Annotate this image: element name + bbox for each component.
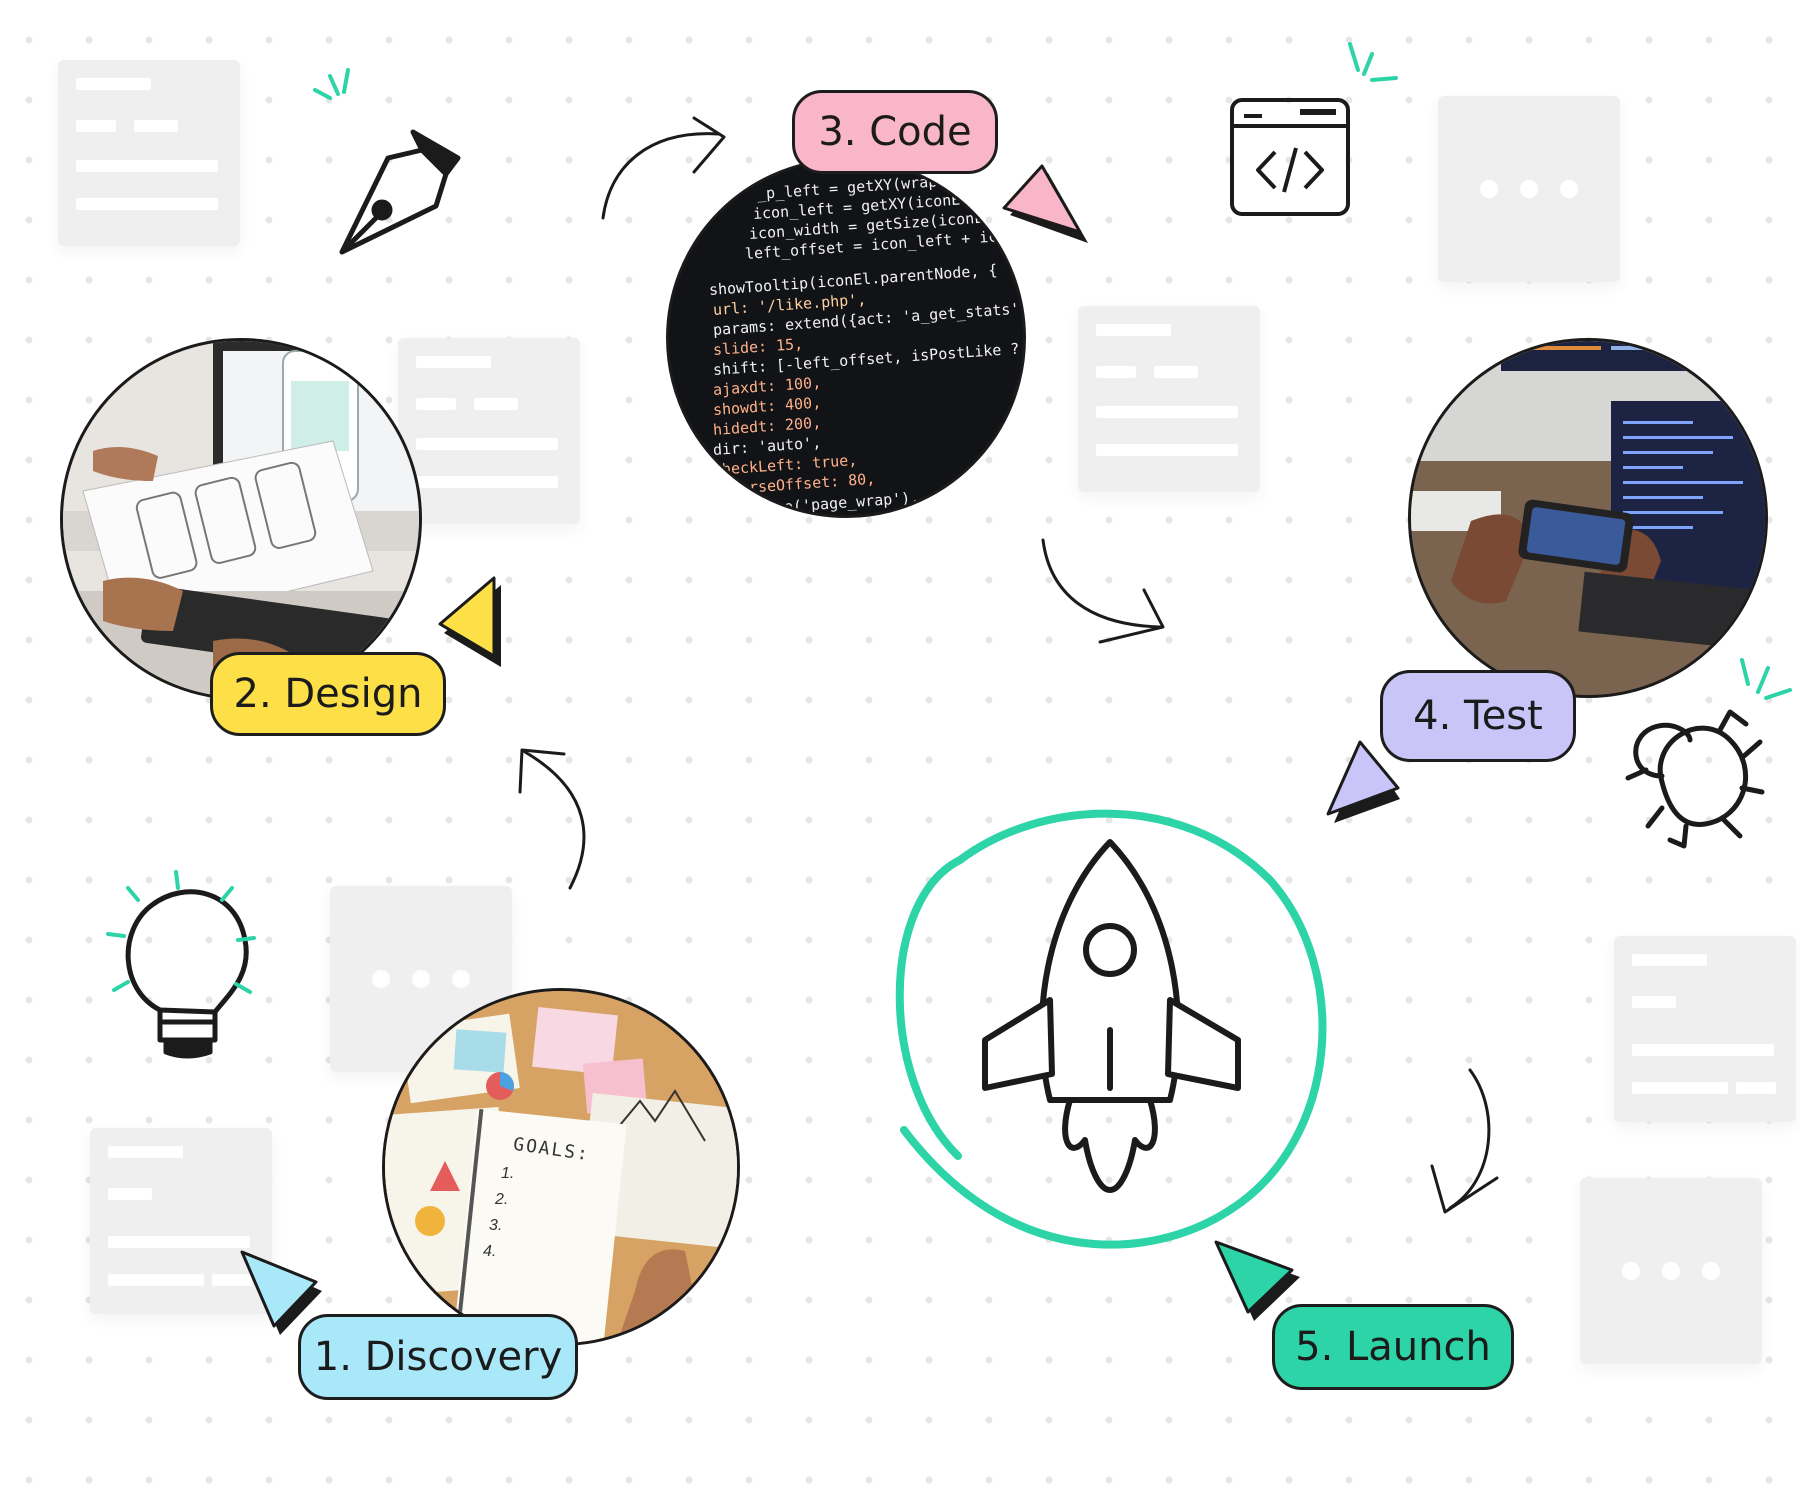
arrow-test-to-launch — [1430, 1068, 1499, 1214]
code-window-icon — [1230, 98, 1350, 216]
lightbulb-icon — [125, 889, 249, 1059]
bug-icon — [1625, 709, 1765, 849]
bug-spark-icon — [1740, 658, 1792, 700]
notebook-list-2: 2. — [495, 1191, 509, 1208]
step-label-launch: 5. Launch — [1272, 1304, 1514, 1390]
launch-orbit — [895, 809, 1327, 1249]
code-spark-icon — [1348, 42, 1398, 82]
placeholder-card-top-left — [58, 60, 240, 246]
cursor-lavender-icon — [1326, 740, 1400, 823]
rocket-icon — [982, 839, 1241, 1193]
discovery-photo-illustration — [385, 991, 737, 1343]
cursor-pink-icon — [1002, 164, 1088, 243]
placeholder-card-mid-left — [398, 338, 580, 524]
placeholder-card-right — [1614, 936, 1796, 1122]
step-label-code: 3. Code — [792, 90, 998, 174]
placeholder-card-dots-top-right — [1438, 96, 1620, 282]
arrow-discovery-to-design — [518, 748, 586, 890]
code-photo: _p_left = getXY(wrapEl)[0], icon_left = … — [666, 158, 1026, 518]
notebook-list-4: 4. — [483, 1243, 497, 1260]
arrow-design-to-code — [601, 116, 726, 220]
placeholder-card-bottom-left — [90, 1128, 272, 1314]
placeholder-card-dots-bottom-right — [1580, 1178, 1762, 1364]
arrow-code-to-test — [1041, 538, 1165, 644]
discovery-photo: GOALS: 1. 2. 3. 4. — [382, 988, 740, 1346]
cursor-teal-icon — [1214, 1240, 1300, 1321]
step-label-test: 4. Test — [1380, 670, 1576, 762]
step-label-design: 2. Design — [210, 652, 446, 736]
placeholder-card-center — [1078, 306, 1260, 492]
pen-nib-icon — [339, 129, 461, 255]
cursor-sky-icon — [240, 1250, 322, 1335]
step-label-discovery: 1. Discovery — [298, 1314, 578, 1400]
notebook-list-3: 3. — [489, 1217, 503, 1234]
notebook-list-1: 1. — [501, 1165, 515, 1182]
pen-spark-icon — [313, 68, 350, 100]
lightbulb-rays-icon — [106, 870, 256, 994]
cursor-yellow-icon — [438, 576, 501, 667]
